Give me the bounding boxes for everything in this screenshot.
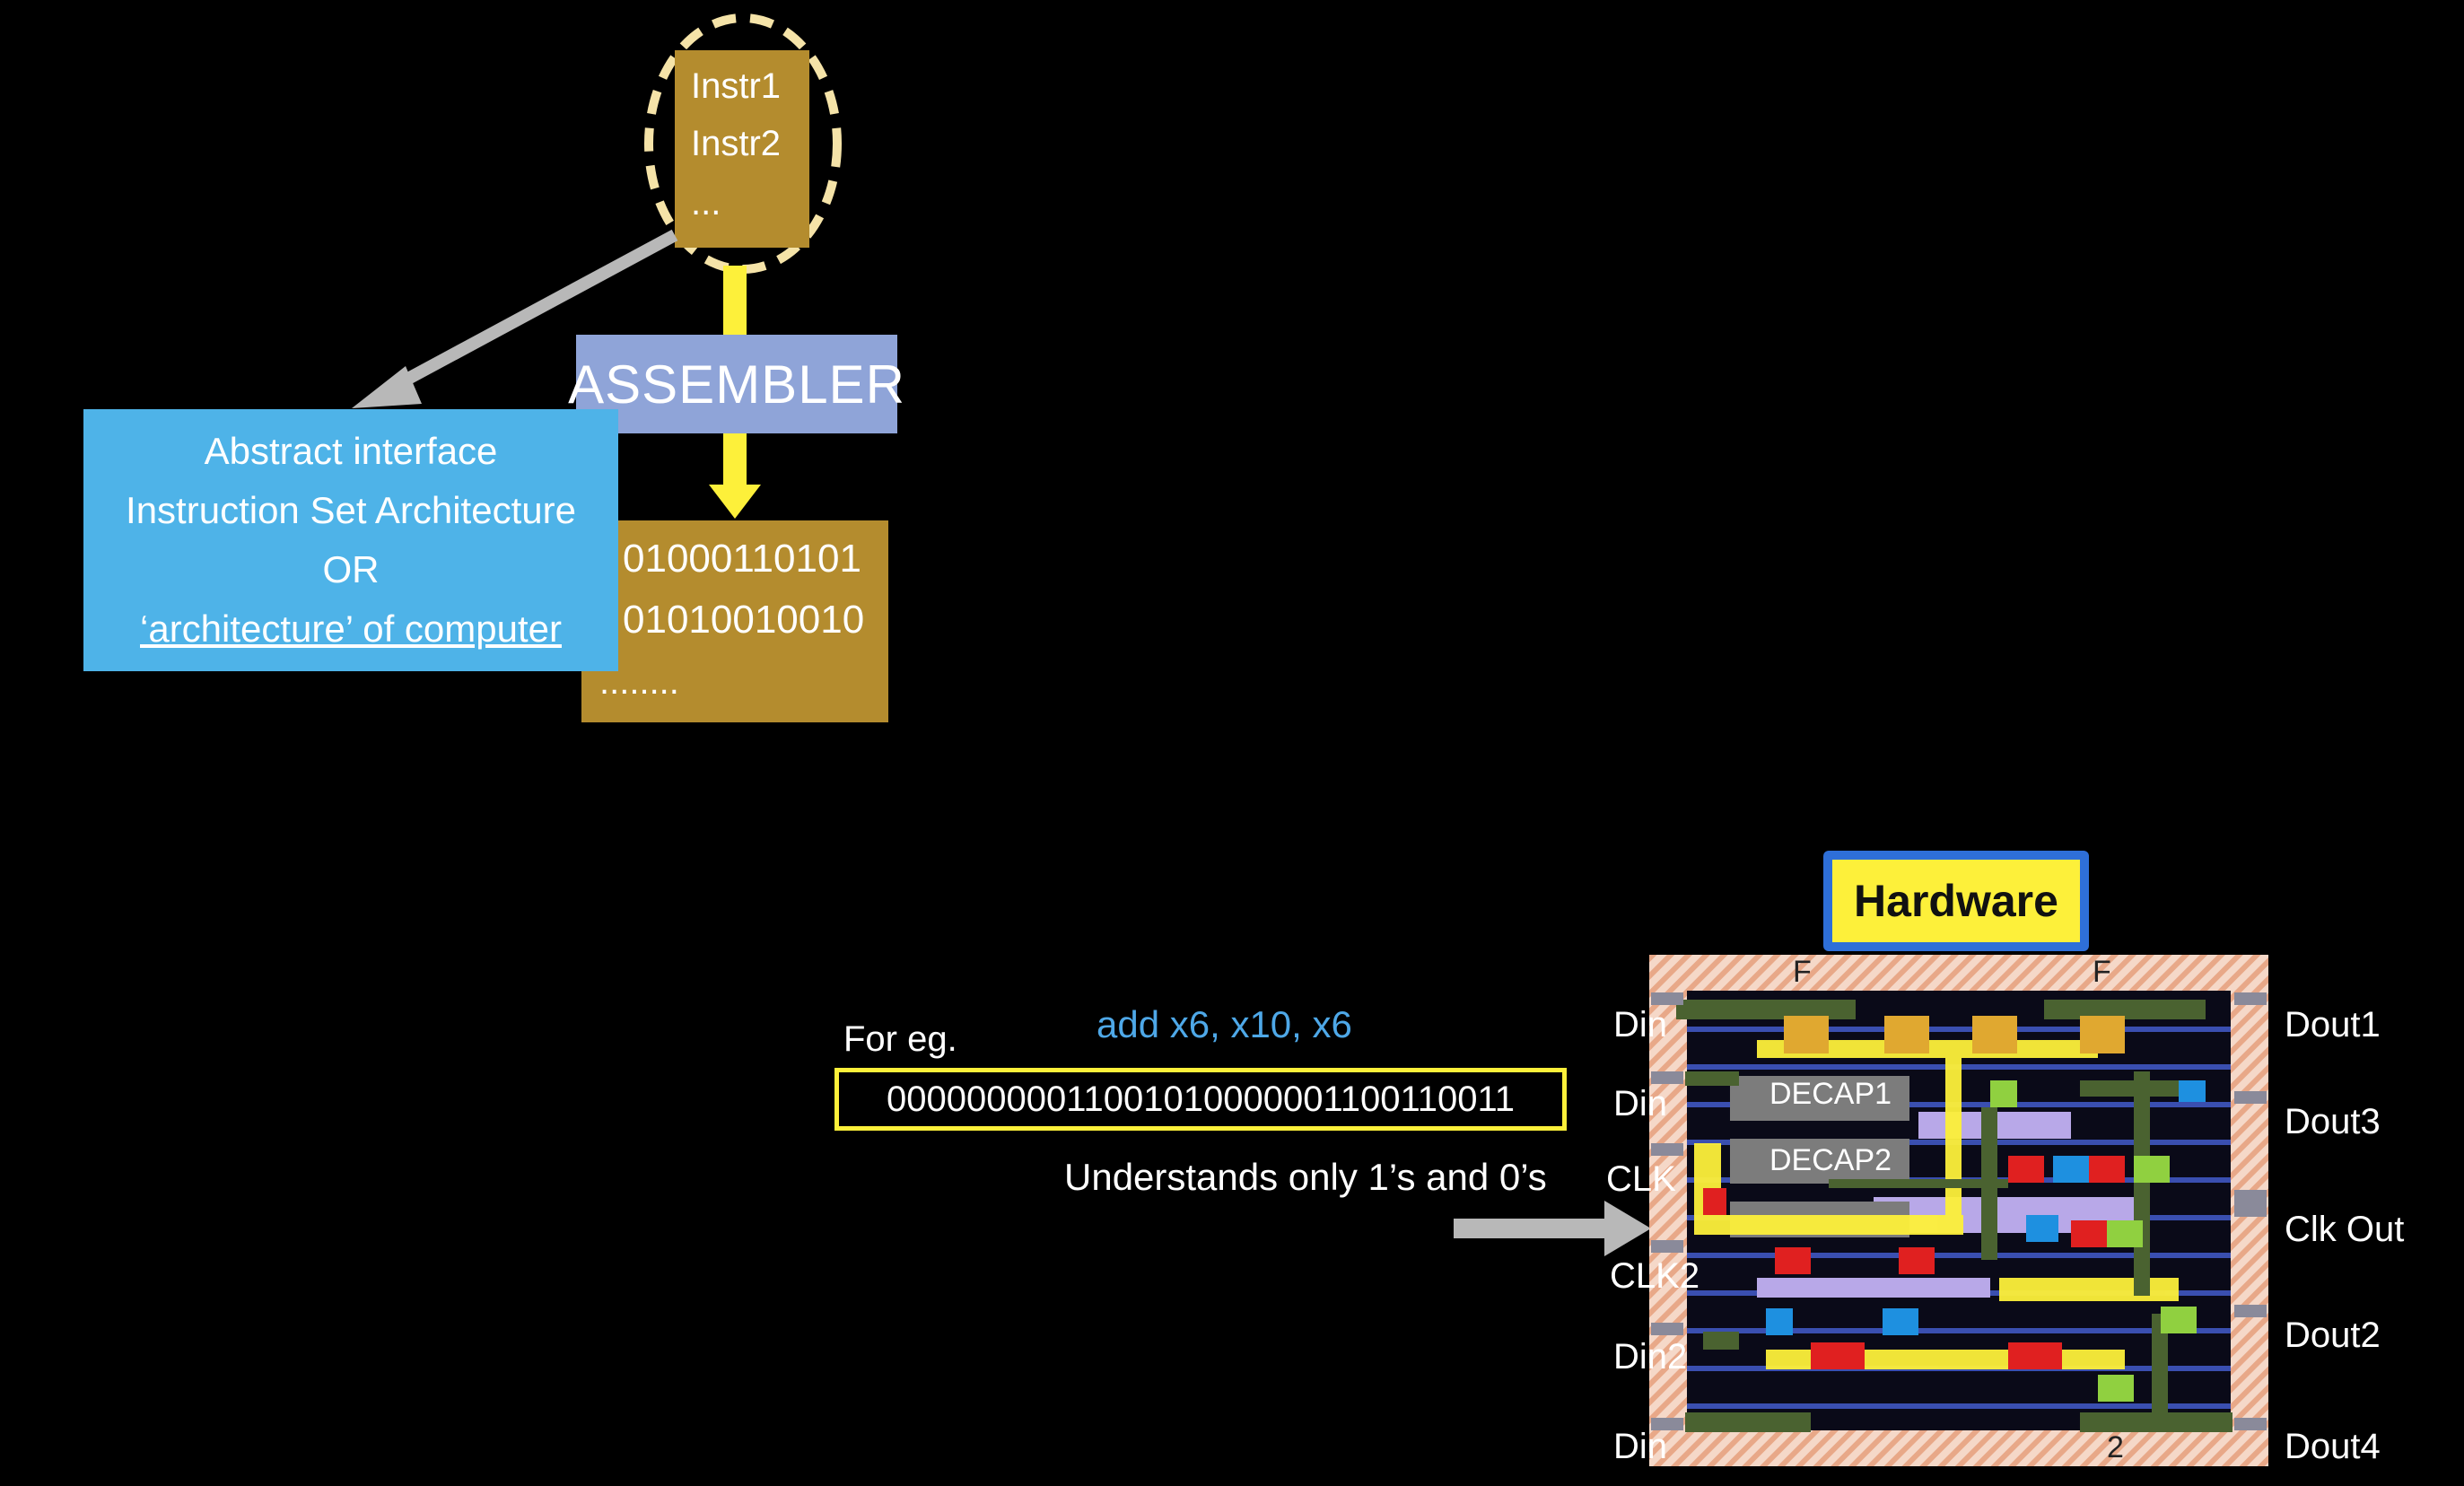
grey-diagonal-arrow-shaft	[391, 229, 678, 392]
understands-note: Understands only 1’s and 0’s	[1064, 1156, 1547, 1198]
grey-arrow-shaft	[1454, 1219, 1606, 1238]
decap-cell-1	[1730, 1076, 1909, 1121]
gold-cells	[1784, 1016, 2125, 1053]
right-pin-clk-out: Clk Out	[2285, 1210, 2405, 1249]
instr-line-3: ...	[691, 183, 721, 223]
binary-line-1: 01000110101	[623, 537, 861, 581]
assembler-box: ASSEMBLER	[568, 335, 904, 433]
left-pin-5: Din2	[1613, 1337, 1688, 1377]
green-cells	[1990, 1080, 2197, 1402]
green-routes	[1676, 1000, 2232, 1432]
left-pin-1: Din	[1613, 1005, 1668, 1045]
instr-line-1: Instr1	[691, 66, 782, 106]
right-pin-dout1: Dout1	[2285, 1005, 2381, 1045]
hardware-layout-graphic	[1649, 955, 2268, 1466]
left-pin-4: CLK2	[1610, 1256, 1700, 1296]
binary-output-box	[581, 520, 888, 722]
instr-line-2: Instr2	[691, 124, 782, 163]
grey-arrow-head	[1604, 1201, 1651, 1256]
yellow-arrow-shaft-top	[723, 266, 747, 337]
yellow-arrow-head	[709, 485, 761, 519]
hardware-title: Hardware	[1832, 860, 2080, 942]
binary-line-2: 01010010010	[623, 598, 865, 642]
right-pin-dout3: Dout3	[2285, 1102, 2381, 1141]
abstract-line-1: Abstract interface	[204, 430, 498, 472]
yellow-arrow-shaft-bottom	[723, 433, 747, 487]
abstract-line-2: Instruction Set Architecture	[126, 489, 576, 531]
machine-code-box: 00000000011001010000001100110011	[834, 1068, 1567, 1131]
example-instruction: add x6, x10, x6	[1097, 1003, 1352, 1045]
right-pin-dout2: Dout2	[2285, 1316, 2381, 1355]
decap-label-1: DECAP1	[1769, 1077, 1892, 1111]
left-pin-3: CLK	[1606, 1159, 1676, 1199]
decap-label-2: DECAP2	[1769, 1143, 1892, 1177]
decap-cell-2	[1730, 1139, 1909, 1184]
left-pin-2: Din	[1613, 1084, 1668, 1123]
example-prefix: For eg.	[843, 1019, 957, 1059]
top-label-1: F	[1793, 955, 1812, 989]
blue-cells	[1766, 1080, 2206, 1335]
abstract-line-3: OR	[322, 548, 380, 590]
instructions-box	[675, 50, 809, 248]
red-cells	[1703, 1156, 2125, 1369]
bottom-label: 2	[2107, 1430, 2124, 1464]
top-label-2: F	[2093, 955, 2111, 989]
io-pads	[1651, 992, 2267, 1430]
left-pin-6: Din	[1613, 1427, 1668, 1466]
hardware-title-box: Hardware	[1823, 851, 2089, 951]
abstract-interface-box: Abstract interface Instruction Set Archi…	[83, 409, 618, 671]
grey-diagonal-arrow-head	[352, 366, 422, 408]
abstract-line-4: ‘architecture’ of computer	[140, 608, 562, 650]
right-pin-dout4: Dout4	[2285, 1427, 2381, 1466]
